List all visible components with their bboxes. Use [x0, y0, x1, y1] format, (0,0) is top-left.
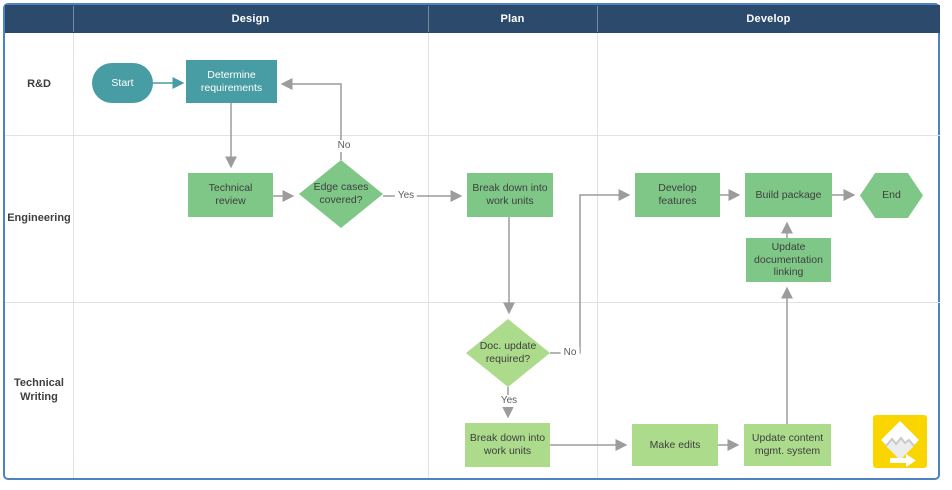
lane-label-engineering: Engineering: [7, 212, 71, 225]
phase-header-plan: Plan: [500, 13, 525, 25]
node-technical-review: Technical review: [188, 173, 273, 217]
header-separator: [597, 6, 598, 32]
header-separator: [73, 6, 74, 32]
app-logo[interactable]: [873, 415, 927, 468]
node-build-package: Build package: [745, 173, 832, 217]
edge-label-no-doc: No: [560, 347, 580, 359]
node-end: End: [860, 173, 923, 218]
grid-line-vertical: [73, 33, 74, 478]
node-update-documentation-linking: Update documentation linking: [746, 238, 831, 282]
grid-line-horizontal: [5, 302, 940, 303]
logo-torn-edge: [886, 438, 914, 460]
edge-label-yes-doc: Yes: [497, 395, 521, 407]
node-develop-features: Develop features: [635, 173, 720, 217]
grid-line-vertical: [428, 33, 429, 478]
node-break-down-work-units-eng: Break down into work units: [467, 173, 553, 217]
edge-label-yes-right: Yes: [394, 190, 418, 202]
lane-label-rd: R&D: [27, 77, 51, 90]
edge-label-no-top: No: [334, 140, 354, 152]
phase-header-design: Design: [231, 13, 270, 25]
logo-arrow-icon: [890, 454, 916, 467]
grid-line-horizontal: [5, 135, 940, 136]
node-make-edits: Make edits: [632, 424, 718, 466]
logo-zigzag: [885, 436, 915, 447]
phase-header-band: [5, 5, 940, 33]
header-separator: [428, 6, 429, 32]
node-start: Start: [92, 63, 153, 103]
node-break-down-work-units-tw: Break down into work units: [465, 423, 550, 467]
lane-label-technical-writing: Technical Writing: [14, 376, 64, 403]
phase-header-develop: Develop: [746, 13, 791, 25]
node-determine-requirements: Determine requirements: [186, 60, 277, 103]
node-update-content-mgmt-system: Update content mgmt. system: [744, 424, 831, 466]
grid-line-vertical: [597, 33, 598, 478]
